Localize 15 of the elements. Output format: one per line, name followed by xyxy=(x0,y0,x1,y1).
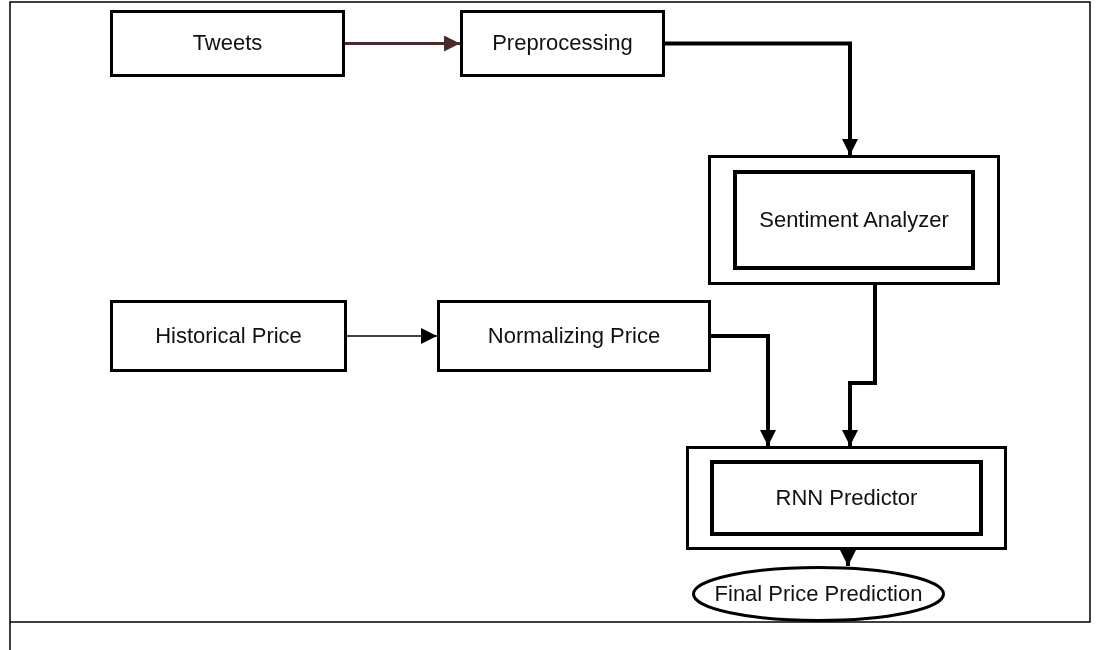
process-box: Tweets xyxy=(110,10,345,77)
arrow xyxy=(842,285,877,446)
arrow xyxy=(665,41,858,155)
arrow xyxy=(345,35,460,52)
arrow xyxy=(840,550,856,566)
process-box: Normalizing Price xyxy=(437,300,711,372)
terminal-ellipse: Final Price Prediction xyxy=(692,566,945,622)
double-frame-box xyxy=(686,446,1007,550)
arrow xyxy=(711,334,776,446)
process-box: Historical Price xyxy=(110,300,347,372)
double-frame-box xyxy=(708,155,1000,285)
process-label: Sentiment Analyzer xyxy=(733,170,975,270)
process-box: Preprocessing xyxy=(460,10,665,77)
arrow xyxy=(346,328,438,344)
process-label: RNN Predictor xyxy=(710,460,983,536)
